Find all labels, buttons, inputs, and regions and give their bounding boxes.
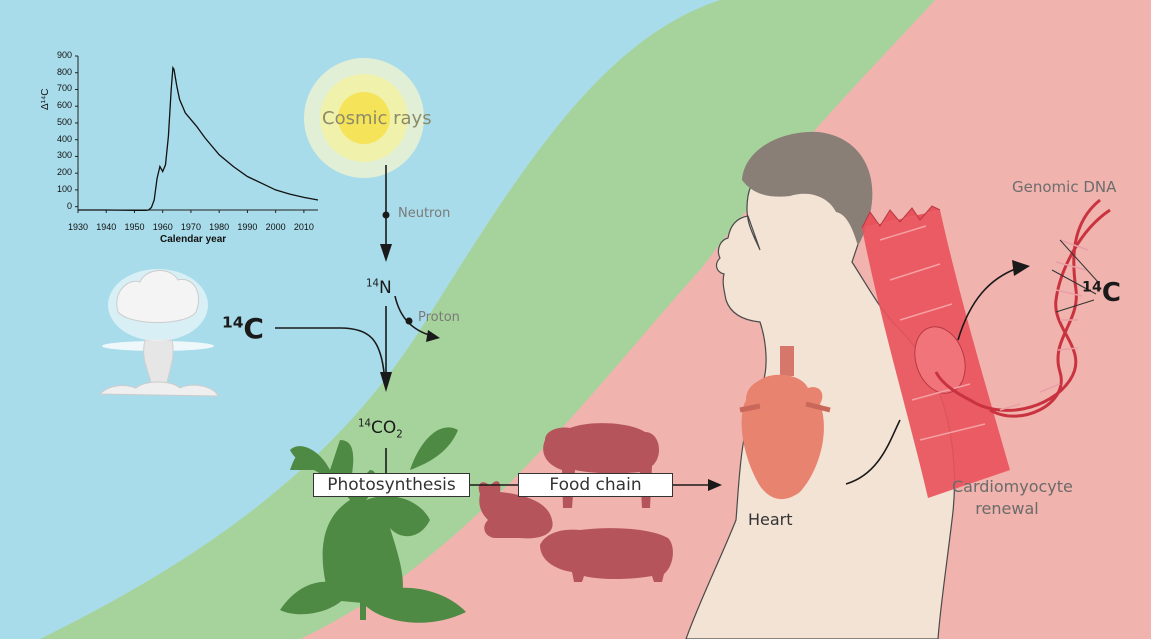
cosmic-rays-label: Cosmic rays — [322, 108, 432, 129]
cardiomyocyte-renewal-label: Cardiomyocyte renewal — [952, 476, 1062, 520]
proton-label: Proton — [418, 310, 460, 325]
chart-y-tick-label: 500 — [52, 117, 72, 127]
nitrogen-symbol: N — [379, 278, 392, 298]
neutron-label: Neutron — [398, 206, 450, 221]
chart-y-tick-label: 800 — [52, 67, 72, 77]
cardiomyocyte-label-line2: renewal — [952, 498, 1062, 520]
dna-carbon-symbol: C — [1102, 278, 1121, 308]
chart-x-tick-label: 1970 — [179, 222, 203, 232]
chart-x-tick-label: 1950 — [122, 222, 146, 232]
chart-x-tick-label: 1990 — [235, 222, 259, 232]
carbon-mass-number: 14 — [222, 314, 243, 332]
co2-symbol: CO — [371, 418, 396, 438]
chart-y-tick-label: 600 — [52, 100, 72, 110]
dna-carbon-14-label: 14C — [1082, 278, 1121, 308]
chart-y-tick-label: 200 — [52, 167, 72, 177]
chart-x-tick-label: 2000 — [264, 222, 288, 232]
chart-x-tick-label: 1940 — [94, 222, 118, 232]
chart-y-tick-label: 100 — [52, 184, 72, 194]
carbon-14-label: 14C — [222, 312, 264, 345]
co2-mass-number: 14 — [358, 418, 371, 429]
chart-x-tick-label: 1930 — [66, 222, 90, 232]
co2-subscript: 2 — [396, 429, 402, 440]
chart-y-tick-label: 700 — [52, 83, 72, 93]
heart-label: Heart — [748, 510, 793, 529]
genomic-dna-label: Genomic DNA — [1012, 178, 1116, 196]
chart-y-tick-label: 0 — [52, 201, 72, 211]
co2-14-label: 14CO2 — [358, 418, 403, 440]
food-chain-box: Food chain — [518, 473, 673, 497]
chart-x-tick-label: 1960 — [151, 222, 175, 232]
carbon-symbol: C — [243, 312, 264, 345]
chart-x-tick-label: 2010 — [292, 222, 316, 232]
cardiomyocyte-label-line1: Cardiomyocyte — [952, 476, 1062, 498]
nitrogen-14-label: 14N — [366, 278, 392, 298]
chart-x-tick-label: 1980 — [207, 222, 231, 232]
nitrogen-mass-number: 14 — [366, 278, 379, 289]
chart-x-axis-label: Calendar year — [160, 234, 226, 245]
dna-carbon-mass-number: 14 — [1082, 279, 1102, 295]
photosynthesis-box: Photosynthesis — [313, 473, 470, 497]
chart-y-tick-label: 900 — [52, 50, 72, 60]
chart-y-tick-label: 300 — [52, 150, 72, 160]
chart-y-axis-label: Δ¹⁴C — [40, 88, 51, 110]
chart-y-tick-label: 400 — [52, 134, 72, 144]
